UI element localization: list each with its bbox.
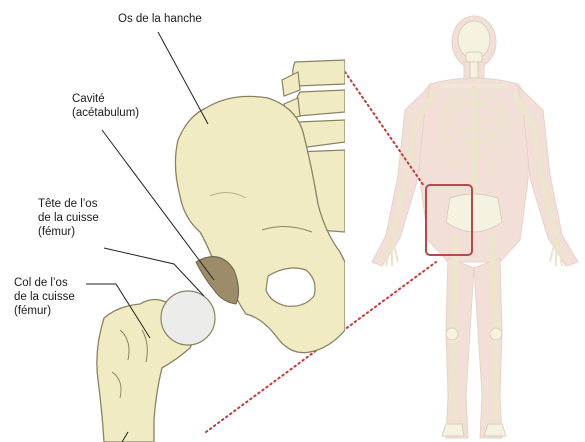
label-cavity: Cavité (acétabulum) xyxy=(72,92,139,120)
body-figure xyxy=(372,16,578,438)
obturator-foramen xyxy=(266,268,315,306)
label-femur-neck: Col de l’os de la cuisse (fémur) xyxy=(14,276,75,318)
femoral-head xyxy=(161,291,215,345)
leader-hip-bone xyxy=(158,32,208,124)
label-femur-head: Tête de l’os de la cuisse (fémur) xyxy=(38,197,99,239)
label-hip-bone: Os de la hanche xyxy=(118,12,202,26)
